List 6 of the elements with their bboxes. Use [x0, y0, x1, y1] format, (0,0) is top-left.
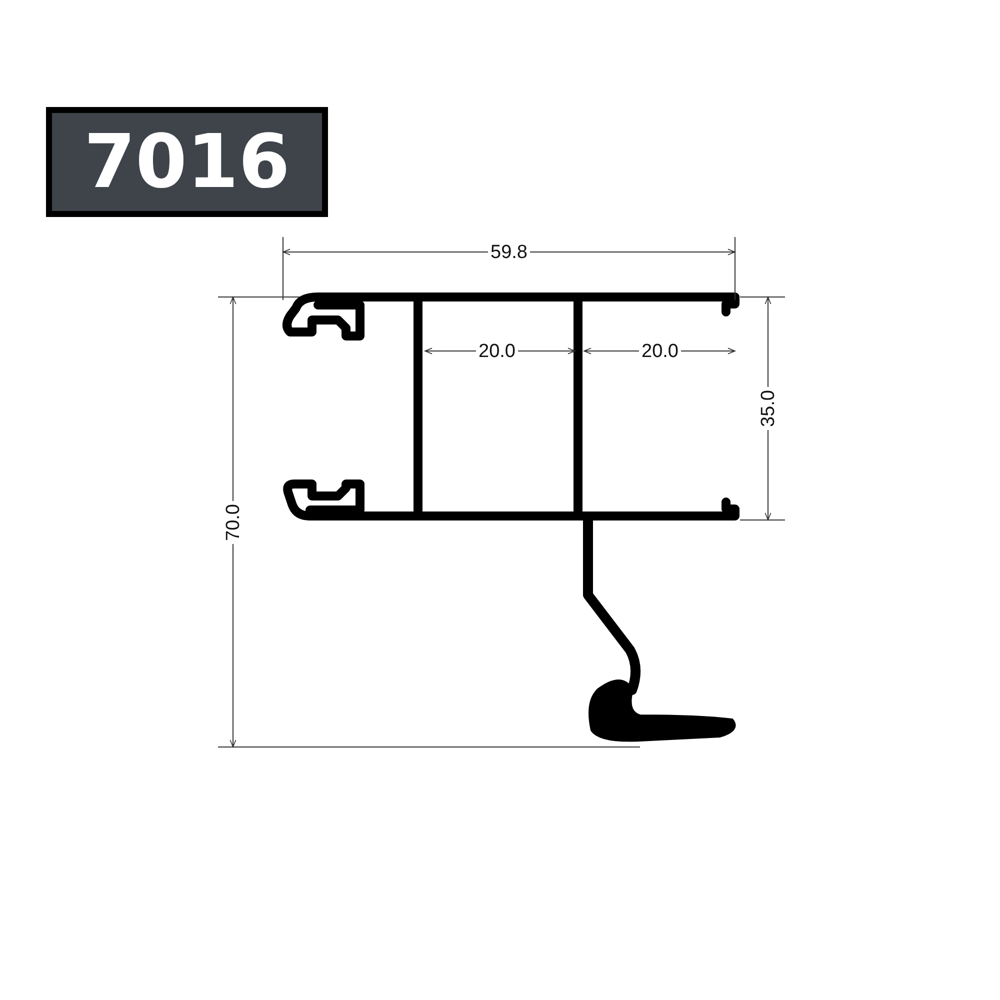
dimension-value: 20.0: [638, 342, 682, 360]
dimension-value: 59.8: [488, 242, 530, 262]
title-text: 7016: [84, 125, 290, 199]
dimension-value: 20.0: [476, 342, 518, 360]
dimension-value: 35.0: [758, 386, 778, 430]
dimension-value: 70.0: [224, 500, 242, 544]
